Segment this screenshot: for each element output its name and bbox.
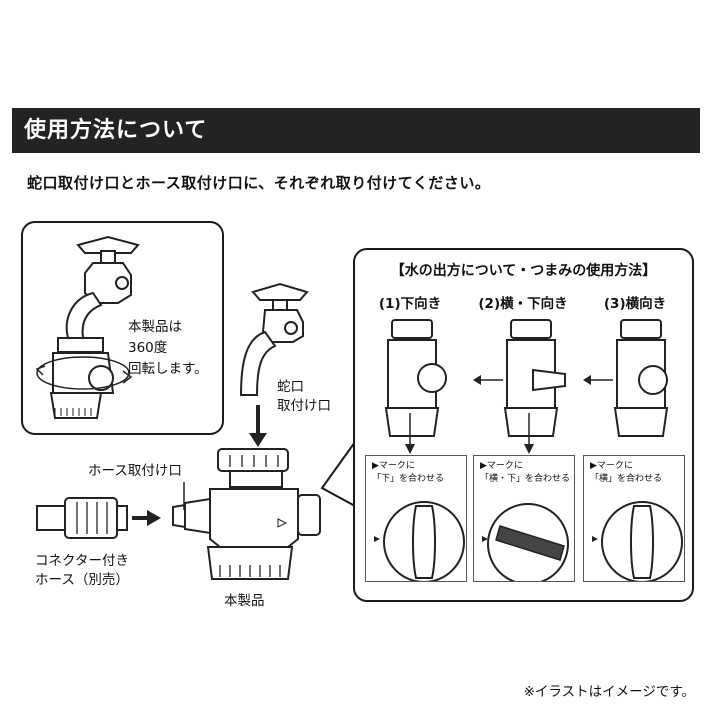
hose-illustration bbox=[36, 497, 161, 539]
mode-label-side: (3)横向き bbox=[603, 296, 667, 312]
product-label: 本製品 bbox=[224, 593, 265, 609]
rotation-illustration-box: 本製品は 360度 回転します。 bbox=[21, 221, 224, 435]
rotation-faucet-illustration bbox=[35, 235, 140, 419]
water-flow-panel: 【水の出方について・つまみの使用方法】 (1)下向き (2)横・下向き (3)横… bbox=[353, 248, 694, 602]
product-illustration bbox=[172, 448, 321, 580]
hose-label: コネクター付き ホース（別売） bbox=[35, 553, 129, 588]
dial-side-down-icon bbox=[482, 503, 569, 581]
rotation-note: 本製品は 360度 回転します。 bbox=[128, 319, 208, 377]
dial-box-down: ▶マークに 「下」を合わせる bbox=[365, 455, 467, 582]
faucet-port-label: 蛇口 取付け口 bbox=[277, 379, 331, 414]
panel-title: 【水の出方について・つまみの使用方法】 bbox=[390, 263, 657, 279]
mode-side-illustration bbox=[583, 319, 669, 437]
page-title: 使用方法について bbox=[24, 118, 208, 143]
mode-label-side-down: (2)横・下向き bbox=[478, 296, 568, 312]
panel-pointer bbox=[320, 441, 356, 507]
dial-box-side-down: ▶マークに 「横・下」を合わせる bbox=[473, 455, 575, 582]
intro-text: 蛇口取付け口とホース取付け口に、それぞれ取り付けてください。 bbox=[27, 174, 491, 192]
dial-side-icon bbox=[592, 501, 683, 581]
footnote: ※イラストはイメージです。 bbox=[523, 684, 695, 700]
hose-port-label: ホース取付け口 bbox=[88, 463, 182, 479]
faucet-illustration bbox=[239, 282, 309, 396]
section-header: 使用方法について bbox=[12, 108, 700, 153]
dial-down-icon bbox=[374, 501, 465, 581]
mode-side-down-illustration bbox=[473, 319, 566, 454]
dial-box-side: ▶マークに 「横」を合わせる bbox=[583, 455, 685, 582]
down-arrow-icon bbox=[249, 405, 267, 447]
hose-port-leader-line bbox=[183, 482, 185, 510]
mode-down-illustration bbox=[384, 319, 447, 454]
mode-label-down: (1)下向き bbox=[378, 296, 442, 312]
